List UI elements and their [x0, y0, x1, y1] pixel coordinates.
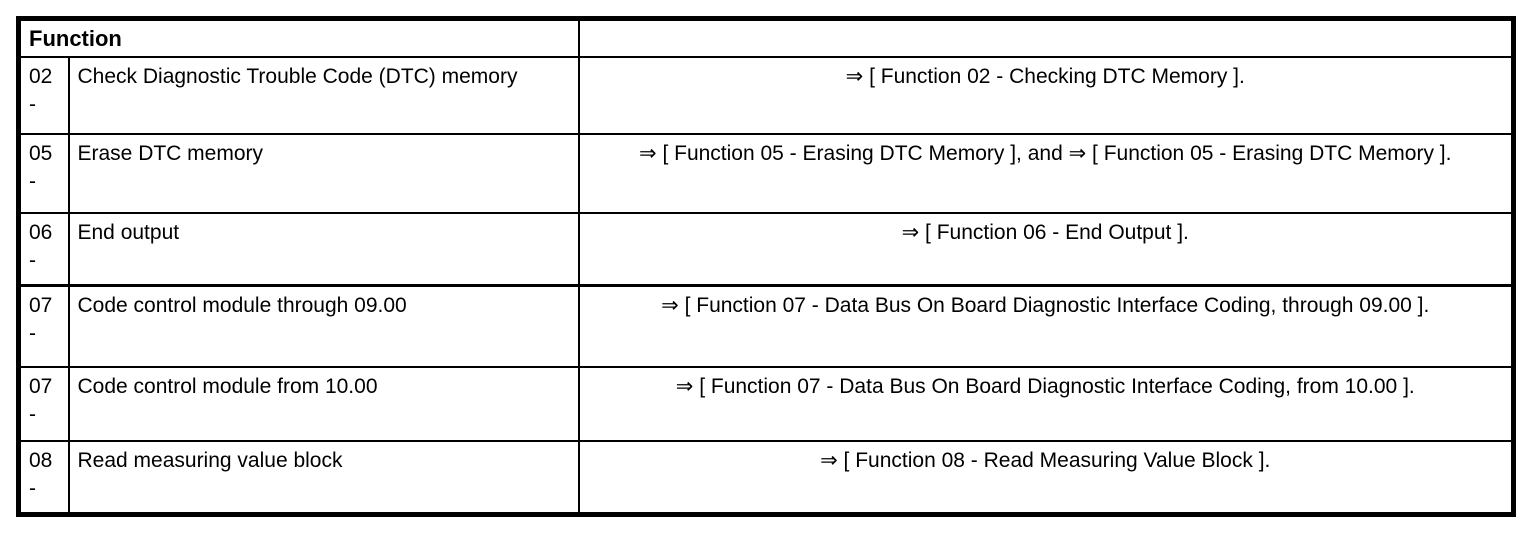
function-code-cell: 06 - — [17, 212, 70, 288]
function-code: 06 — [29, 221, 53, 245]
function-code-cell: 07 - — [17, 284, 70, 369]
table-header-row: Function — [17, 17, 1515, 59]
function-header-cell: Function — [17, 17, 580, 59]
function-code-cell: 05 - — [17, 133, 70, 215]
table-row: 02 - Check Diagnostic Trouble Code (DTC)… — [17, 56, 1515, 136]
function-table: Function 02 - Check Diagnostic Trouble C… — [16, 16, 1516, 518]
function-code: 08 — [29, 449, 53, 473]
function-code-cell: 07 - — [17, 366, 70, 443]
function-code-cell: 02 - — [17, 56, 70, 136]
function-reference-cell: ⇒ [ Function 08 - Read Measuring Value B… — [577, 440, 1515, 516]
table-row: 08 - Read measuring value block ⇒ [ Func… — [17, 440, 1515, 516]
function-description-cell: Check Diagnostic Trouble Code (DTC) memo… — [67, 56, 580, 136]
function-description-cell: Code control module through 09.00 — [67, 284, 580, 369]
function-reference-cell: ⇒ [ Function 05 - Erasing DTC Memory ], … — [577, 133, 1515, 215]
function-reference-cell: ⇒ [ Function 06 - End Output ]. — [577, 212, 1515, 288]
function-description-cell: Erase DTC memory — [67, 133, 580, 215]
function-reference-cell: ⇒ [ Function 02 - Checking DTC Memory ]. — [577, 56, 1515, 136]
function-code: 05 — [29, 142, 53, 166]
function-code-suffix: - — [29, 169, 36, 193]
function-code-suffix: - — [29, 402, 36, 426]
reference-header-cell — [577, 17, 1515, 59]
function-description-cell: Read measuring value block — [67, 440, 580, 516]
table-row: 06 - End output ⇒ [ Function 06 - End Ou… — [17, 212, 1515, 288]
function-code-suffix: - — [29, 321, 36, 345]
function-code-suffix: - — [29, 92, 36, 116]
function-code-suffix: - — [29, 476, 36, 500]
function-description-cell: End output — [67, 212, 580, 288]
table-row: 05 - Erase DTC memory ⇒ [ Function 05 - … — [17, 133, 1515, 215]
table-row: 07 - Code control module through 09.00 ⇒… — [17, 284, 1515, 369]
function-reference-cell: ⇒ [ Function 07 - Data Bus On Board Diag… — [577, 284, 1515, 369]
function-description-cell: Code control module from 10.00 — [67, 366, 580, 443]
function-code: 07 — [29, 294, 53, 318]
function-code-suffix: - — [29, 248, 36, 272]
function-code: 07 — [29, 375, 53, 399]
function-reference-cell: ⇒ [ Function 07 - Data Bus On Board Diag… — [577, 366, 1515, 443]
table-row: 07 - Code control module from 10.00 ⇒ [ … — [17, 366, 1515, 443]
function-code-cell: 08 - — [17, 440, 70, 516]
function-code: 02 — [29, 65, 53, 89]
